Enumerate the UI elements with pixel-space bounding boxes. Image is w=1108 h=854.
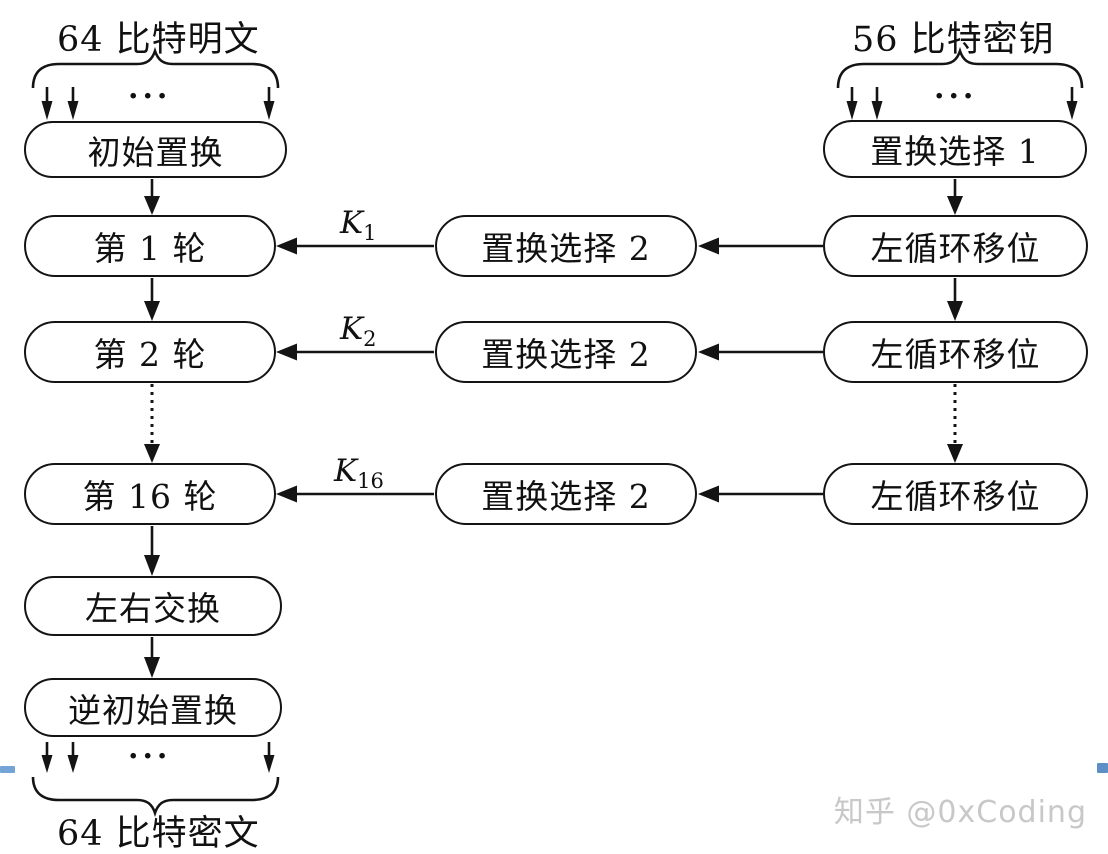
blue-mark-right: [1097, 763, 1108, 773]
arrow-leftshift2-to-pc2-2: [698, 343, 823, 361]
arrow-round1-to-round2: [144, 278, 160, 321]
node-inverse-initial-permutation: 逆初始置换: [24, 678, 282, 737]
node-pc2-row2: 置换选择 2: [435, 321, 697, 383]
arrow-pc1-to-leftshift1: [947, 179, 963, 215]
key-label: 56 比特密钥: [852, 20, 1055, 60]
k1-base: K: [340, 205, 364, 241]
node-pc1: 置换选择 1: [823, 120, 1087, 178]
arrow-round2-to-round16-dotted: [144, 384, 160, 463]
blue-mark-left: [0, 766, 15, 773]
plaintext-ellipsis: ...: [128, 71, 172, 106]
brace-ciphertext: [31, 776, 280, 818]
arrow-leftshift2-to-leftshift3-dotted: [947, 384, 963, 463]
k2-sub: 2: [363, 327, 377, 352]
arrow-pc2-3-to-round16: [276, 485, 434, 503]
ciphertext-ellipsis: ...: [128, 731, 172, 766]
k1-label: K1: [340, 205, 377, 244]
node-pc2-row1: 置换选择 2: [435, 215, 697, 277]
node-left-shift-1: 左循环移位: [823, 215, 1088, 277]
watermark: 知乎 @0xCoding: [833, 795, 1087, 830]
node-pc2-row16: 置换选择 2: [435, 463, 697, 525]
plaintext-input-arrows: [41, 87, 275, 120]
node-swap-left-right: 左右交换: [24, 576, 282, 636]
arrow-leftshift1-to-leftshift2: [947, 278, 963, 321]
ciphertext-label: 64 比特密文: [57, 814, 260, 854]
k1-sub: 1: [363, 221, 377, 246]
k2-base: K: [340, 311, 364, 347]
node-initial-permutation: 初始置换: [24, 121, 287, 178]
node-left-shift-2: 左循环移位: [823, 321, 1088, 383]
arrow-leftshift3-to-pc2-3: [698, 485, 823, 503]
brace-key: [836, 46, 1084, 89]
node-left-shift-3: 左循环移位: [823, 463, 1088, 525]
ciphertext-output-arrows: [41, 742, 275, 773]
arrow-swap-to-inverse-permutation: [144, 637, 160, 678]
arrow-initial-permutation-to-round1: [144, 179, 160, 215]
arrow-leftshift1-to-pc2-1: [698, 237, 823, 255]
arrow-pc2-2-to-round2: [276, 343, 434, 361]
key-input-arrows: [846, 87, 1078, 120]
brace-plaintext: [31, 46, 280, 89]
k2-label: K2: [340, 311, 377, 350]
node-round-16: 第 16 轮: [24, 463, 276, 525]
key-ellipsis: ...: [934, 71, 978, 106]
plaintext-label: 64 比特明文: [57, 20, 260, 60]
k16-base: K: [334, 453, 358, 489]
node-round-1: 第 1 轮: [24, 215, 276, 277]
arrow-round16-to-swap: [144, 526, 160, 576]
arrow-pc2-1-to-round1: [276, 237, 434, 255]
node-round-2: 第 2 轮: [24, 321, 276, 383]
k16-label: K16: [334, 453, 384, 492]
k16-sub: 16: [357, 469, 384, 494]
